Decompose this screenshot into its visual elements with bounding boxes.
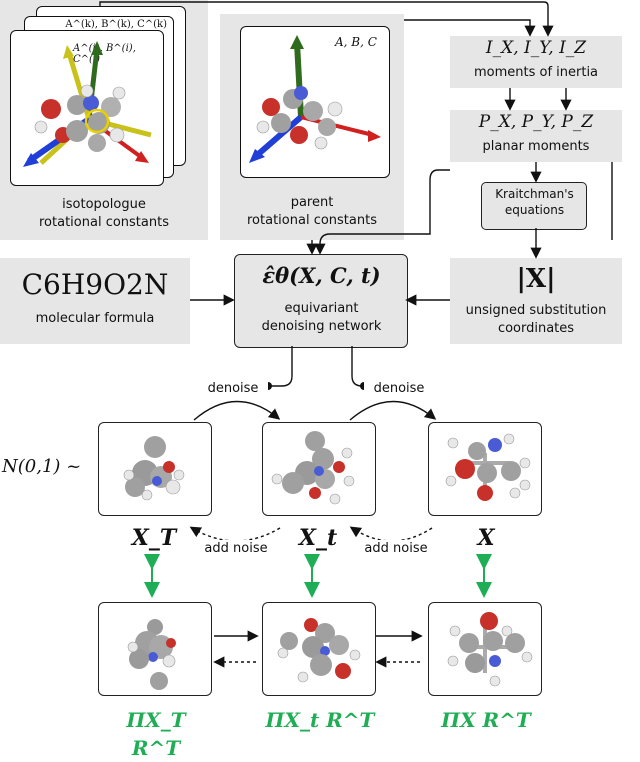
network-line1: equivariant bbox=[284, 301, 359, 316]
kraitchman-line1: Kraitchman's bbox=[495, 187, 574, 201]
card-label-i: A^(i), B^(i), C^(i) bbox=[73, 43, 136, 65]
molecule-x-T bbox=[98, 422, 212, 516]
parent-molecule-axes bbox=[249, 35, 381, 163]
label-pi-x-T: ΠX_T R^T bbox=[126, 708, 186, 760]
network-line2: denoising network bbox=[261, 319, 382, 334]
molecule-pi-x-0 bbox=[428, 602, 542, 696]
kraitchman-line2: equations bbox=[504, 203, 565, 217]
molecule-pi-x-T-render bbox=[127, 619, 176, 690]
add-noise-label-left: add noise bbox=[196, 540, 276, 557]
molecule-x-t-render bbox=[271, 431, 355, 505]
denoise-label-left: denoise bbox=[198, 380, 268, 397]
parent-label-line1: parent bbox=[290, 195, 334, 210]
network-math: ε̂θ(X, C, t) bbox=[262, 263, 381, 288]
molecule-x-t bbox=[262, 422, 376, 516]
planar-box bbox=[450, 110, 622, 162]
parent-card: A, B, C bbox=[240, 26, 390, 178]
planar-math: P_X, P_Y, P_Z bbox=[478, 112, 594, 132]
unsigned-coords-box bbox=[450, 258, 622, 344]
abs-x-math: |X| bbox=[516, 264, 556, 294]
label-x-0: X bbox=[477, 525, 495, 551]
add-noise-label-right: add noise bbox=[356, 540, 436, 557]
molecule-x-0-render bbox=[445, 433, 531, 501]
kraitchman-box bbox=[481, 182, 587, 230]
molecule-pi-x-t-render bbox=[277, 618, 361, 683]
planar-text: planar moments bbox=[482, 139, 590, 154]
formula-caption: molecular formula bbox=[35, 311, 155, 326]
card-label-k: A^(k), B^(k), C^(k) bbox=[65, 19, 167, 30]
label-pi-x-0: ΠX R^T bbox=[441, 708, 531, 732]
parent-card-label: A, B, C bbox=[335, 35, 377, 49]
formula-text: C6H9O2N bbox=[21, 268, 169, 301]
isotopologue-label-line2: rotational constants bbox=[39, 215, 169, 230]
label-x-t: X_t bbox=[298, 525, 338, 551]
isotopologue-label-line1: isotopologue bbox=[62, 197, 146, 212]
denoising-network-box[interactable] bbox=[234, 254, 408, 348]
label-x-T: X_T bbox=[131, 525, 177, 551]
label-pi-x-t: ΠX_t R^T bbox=[265, 708, 375, 732]
parent-label-line2: rotational constants bbox=[247, 213, 377, 228]
inertia-text: moments of inertia bbox=[473, 65, 599, 80]
molecule-pi-x-t bbox=[262, 602, 376, 696]
inertia-box bbox=[450, 36, 622, 88]
prior-distribution: N(0,1) ~ bbox=[2, 456, 82, 477]
molecule-x-T-render bbox=[123, 436, 185, 501]
inertia-math: I_X, I_Y, I_Z bbox=[485, 38, 587, 58]
isotopologue-card-front: A^(i), B^(i), C^(i) bbox=[10, 30, 164, 186]
denoise-label-right: denoise bbox=[364, 380, 434, 397]
unsigned-line1: unsigned substitution bbox=[465, 303, 607, 318]
formula-box bbox=[0, 258, 190, 344]
unsigned-line2: coordinates bbox=[497, 321, 575, 336]
molecule-pi-x-T bbox=[98, 602, 212, 696]
molecule-pi-x-0-render bbox=[447, 612, 533, 687]
isotopologue-molecule-axes bbox=[23, 41, 152, 167]
molecule-x-0 bbox=[428, 422, 542, 516]
